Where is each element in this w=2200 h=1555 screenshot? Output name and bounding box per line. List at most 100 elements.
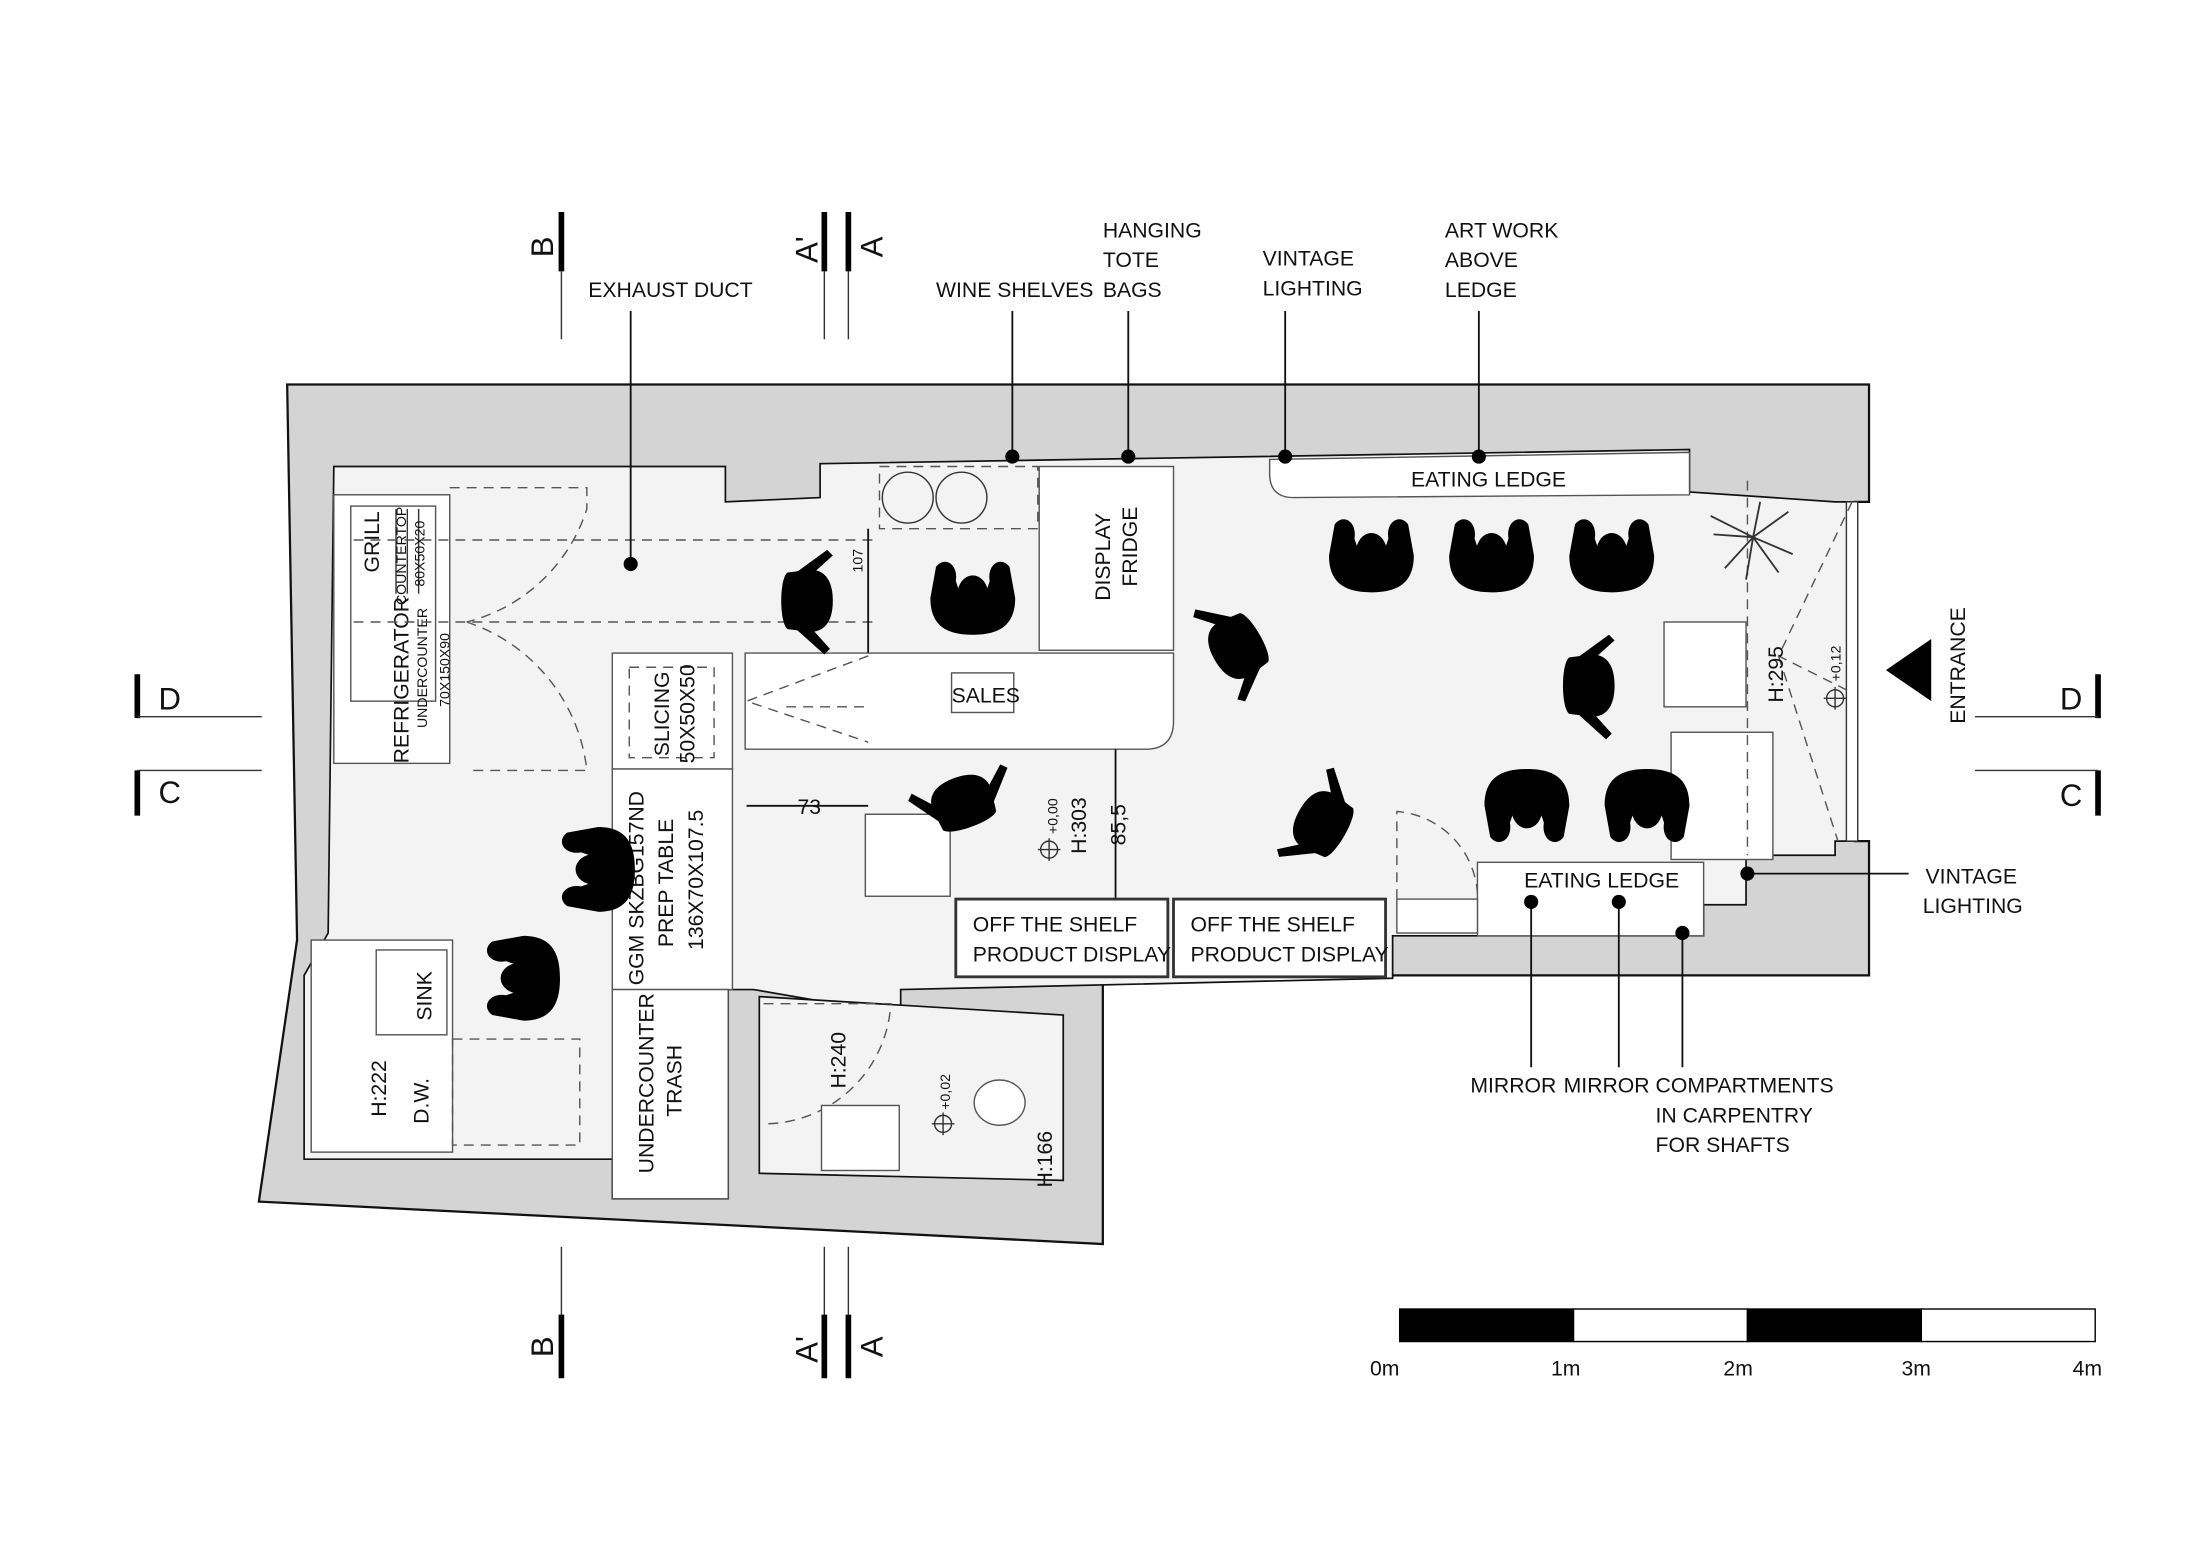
callout-compartments-3: FOR SHAFTS: [1656, 1134, 1790, 1157]
bathroom-level-marker-icon: [931, 1112, 955, 1136]
scale-bar: 0m 1m 2m 3m 4m: [1370, 1308, 2102, 1380]
svg-text:C: C: [159, 775, 181, 810]
section-marker-a-prime-top: A': [789, 212, 828, 340]
section-marker-b-top: B: [525, 212, 565, 340]
slicing-table: [611, 652, 734, 770]
eating-ledge-top: [1268, 451, 1691, 499]
bistro-table-1: [1663, 621, 1747, 708]
trash-label-1: UNDERCOUNTER: [635, 993, 658, 1173]
callout-art-work-1: ART WORK: [1445, 219, 1558, 242]
callout-tote-bags-3: BAGS: [1103, 279, 1162, 302]
fridge-size-label: 70X150X90: [437, 633, 453, 707]
callout-art-work-3: LEDGE: [1445, 279, 1517, 302]
bathroom-door-swing: [763, 1002, 892, 1125]
svg-text:A': A': [789, 1336, 824, 1363]
level-012-label: +0,12: [1828, 645, 1844, 681]
trash-label-2: TRASH: [664, 1045, 687, 1117]
sales-label: SALES: [952, 685, 1020, 708]
kitchen-door-swing: [449, 486, 588, 772]
callout-wine-shelves: WINE SHELVES: [936, 279, 1093, 302]
undercounter-trash: [611, 988, 729, 1200]
callout-mirror-1: MIRROR: [1470, 1075, 1556, 1098]
svg-text:D: D: [159, 682, 181, 717]
prep-table-size: 136X70X107.5: [685, 810, 708, 950]
callout-vintage-lighting-right-1: VINTAGE: [1926, 866, 2017, 889]
service-cart: [864, 813, 951, 897]
grill-unit: [350, 505, 437, 702]
prep-table-label: PREP TABLE: [655, 819, 678, 947]
section-marker-b-bottom: B: [525, 1246, 565, 1379]
scale-label: 2m: [1723, 1357, 1752, 1380]
callout-dot: [1740, 866, 1755, 881]
off-shelf-1-line-1: OFF THE SHELF: [973, 914, 1137, 937]
side-door-swing: [1396, 810, 1479, 900]
callout-art-work-2: ABOVE: [1445, 249, 1518, 272]
callout-dot: [1471, 449, 1486, 464]
dishwasher: [451, 1038, 581, 1146]
callout-dot: [1524, 894, 1539, 909]
callout-dot: [623, 556, 638, 572]
grill-label: GRILL: [361, 511, 384, 572]
scale-label: 3m: [1902, 1357, 1931, 1380]
svg-text:D: D: [2060, 682, 2082, 717]
callout-dot: [1675, 925, 1690, 941]
countertop-label: COUNTERTOP: [393, 507, 409, 605]
svg-text:A: A: [854, 236, 889, 257]
callout-vintage-lighting-top-2: LIGHTING: [1263, 277, 1363, 300]
section-marker-d-right: D: [1975, 674, 2101, 719]
scale-segment: [1398, 1308, 1575, 1343]
h222-label: H:222: [368, 1060, 391, 1117]
eating-ledge-top-label: EATING LEDGE: [1411, 468, 1566, 491]
scale-label: 1m: [1551, 1357, 1580, 1380]
h240-label: H:240: [828, 1032, 851, 1089]
level-marker-icon: [1037, 838, 1061, 861]
slicing-unit: [628, 666, 715, 759]
entrance-door-swing: [1777, 501, 1853, 842]
h295-label: H:295: [1765, 646, 1788, 703]
dim-73-label: 73: [797, 796, 821, 819]
slicing-label: SLICING: [651, 672, 674, 757]
off-shelf-display-1: [954, 897, 1170, 979]
callout-vintage-lighting-top-1: VINTAGE: [1263, 248, 1354, 271]
callout-mirror-2: MIRROR: [1564, 1075, 1650, 1098]
dw-label: D.W.: [411, 1078, 434, 1124]
section-marker-a-bottom: A: [845, 1246, 889, 1379]
grill-lines: [395, 508, 420, 594]
section-marker-c-right: C: [1975, 769, 2101, 816]
off-shelf-2-line-1: OFF THE SHELF: [1190, 914, 1354, 937]
callout-tote-bags-2: TOTE: [1103, 249, 1159, 272]
dim-85-label: 85,5: [1107, 804, 1130, 845]
display-fridge-label-2: FRIDGE: [1119, 507, 1142, 587]
wine-rack-2: [935, 471, 988, 524]
dim-107-label: 107: [850, 549, 866, 573]
section-marker-c-left: C: [134, 769, 262, 816]
prep-table-model: GGM SKZBG157ND: [625, 791, 648, 985]
sink-basin: [375, 949, 448, 1036]
callout-dot: [1611, 894, 1626, 909]
refrigerator-label: REFRIGERATOR: [391, 597, 414, 763]
callout-exhaust-duct: EXHAUST DUCT: [588, 279, 752, 302]
callout-dot: [1005, 449, 1020, 464]
off-shelf-2-line-2: PRODUCT DISPLAY: [1190, 943, 1388, 966]
svg-text:C: C: [2060, 778, 2082, 813]
off-shelf-display-2: [1172, 897, 1387, 979]
plant-icon: [1710, 501, 1794, 580]
slicing-size-label: 50X50X50: [676, 664, 699, 763]
toilet-icon: [973, 1079, 1026, 1126]
level-002-label: +0,02: [937, 1074, 953, 1110]
callout-compartments-1: COMPARTMENTS: [1656, 1075, 1834, 1098]
grill-size-label: 80X50X20: [411, 521, 427, 587]
shaft-compartments: [1396, 898, 1479, 934]
scale-segment: [1572, 1308, 1749, 1343]
sink-label: SINK: [413, 971, 436, 1020]
section-marker-a-prime-bottom: A': [789, 1246, 828, 1379]
display-fridge: [1038, 465, 1175, 651]
svg-text:A: A: [854, 1336, 889, 1357]
h303-label: H:303: [1068, 797, 1091, 854]
callout-compartments-2: IN CARPENTRY: [1656, 1104, 1813, 1127]
callout-tote-bags-1: HANGING: [1103, 219, 1202, 242]
scale-segment: [1746, 1308, 1923, 1343]
display-fridge-label-1: DISPLAY: [1092, 513, 1115, 601]
entrance-glazing: [1845, 501, 1859, 842]
undercounter-label: UNDERCOUNTER: [414, 608, 430, 728]
